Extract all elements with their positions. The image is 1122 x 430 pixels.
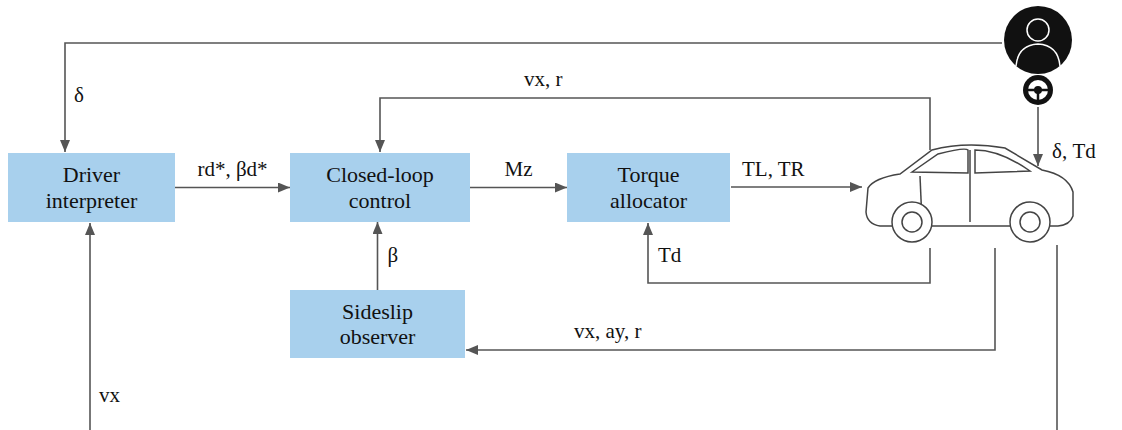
box-label: Driver interpreter [27, 162, 157, 213]
signal-arrow [470, 187, 567, 189]
process-box: Closed-loop control [290, 153, 470, 222]
signal-label: vx, r [522, 68, 565, 91]
process-box: Sideslip observer [290, 290, 465, 358]
signal-label: δ [72, 84, 86, 107]
signal-wire [65, 43, 1002, 152]
signal-label: Mz [503, 158, 535, 181]
signal-wire [1056, 245, 1058, 430]
process-box: Driver interpreter [8, 153, 175, 222]
box-label: Closed-loop control [310, 162, 450, 213]
signal-wire [466, 248, 995, 350]
signal-label: δ, Td [1050, 140, 1098, 163]
signal-label: vx [97, 384, 122, 407]
car-illustration [866, 145, 1073, 242]
box-label: Sideslip observer [308, 299, 448, 350]
signal-arrow [175, 187, 290, 189]
driver-icon [1004, 6, 1072, 105]
signal-label: vx, ay, r [572, 320, 643, 343]
process-box: Torque allocator [567, 153, 730, 222]
signal-label: TL, TR [740, 158, 807, 181]
signal-arrow [377, 222, 379, 290]
signal-wire [648, 223, 930, 283]
signal-label: Td [656, 244, 683, 267]
signal-label: rd*, βd* [195, 158, 269, 181]
signal-wire [89, 223, 91, 430]
box-label: Torque allocator [586, 162, 711, 213]
signal-wire [731, 186, 862, 188]
signal-wire [1037, 107, 1039, 166]
signal-wire [380, 98, 930, 152]
signal-label: β [386, 244, 401, 267]
